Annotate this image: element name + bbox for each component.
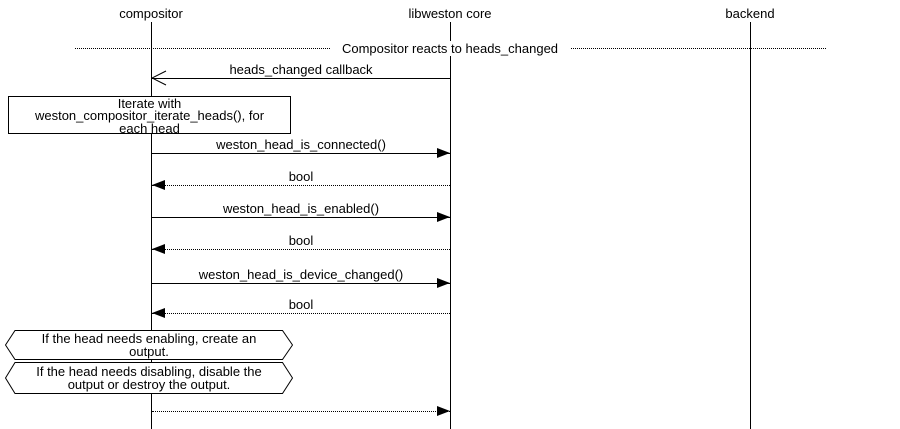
message-label-head-is-enabled: weston_head_is_enabled() <box>222 201 380 216</box>
filled-arrowhead-right-icon <box>437 406 450 416</box>
filled-arrowhead-right-icon <box>437 278 450 288</box>
message-label-head-is-connected: weston_head_is_connected() <box>216 137 386 152</box>
hexagon-shape <box>5 362 293 394</box>
filled-arrowhead-left-icon <box>152 308 165 318</box>
note-line: output. <box>129 344 169 359</box>
message-line <box>152 185 450 186</box>
message-line <box>152 153 450 154</box>
message-label-bool-return: bool <box>288 233 314 248</box>
note-line: If the head needs disabling, disable the <box>36 364 262 379</box>
hexagon-shape <box>5 330 293 360</box>
actor-libweston-core-label: libweston core <box>408 6 492 21</box>
open-arrowhead-left-icon <box>151 70 167 86</box>
note-enable-output: If the head needs enabling, create an ou… <box>5 330 293 360</box>
lifeline-compositor <box>151 22 152 429</box>
message-line <box>152 283 450 284</box>
lifeline-backend <box>750 22 751 429</box>
filled-arrowhead-left-icon <box>152 180 165 190</box>
note-line: If the head needs enabling, create an <box>41 331 257 346</box>
message-line <box>152 313 450 314</box>
message-line <box>152 411 450 412</box>
message-label-heads-changed-callback: heads_changed callback <box>229 62 373 77</box>
filled-arrowhead-right-icon <box>437 212 450 222</box>
message-line <box>152 217 450 218</box>
message-label-bool-return: bool <box>288 297 314 312</box>
message-label-head-is-device-changed: weston_head_is_device_changed() <box>198 267 404 282</box>
actor-compositor-label: compositor <box>119 6 183 21</box>
note-line: output or destroy the output. <box>67 377 231 392</box>
note-iterate-heads: Iterate with weston_compositor_iterate_h… <box>8 96 291 136</box>
message-line <box>152 249 450 250</box>
message-label-bool-return: bool <box>288 169 314 184</box>
filled-arrowhead-left-icon <box>152 244 165 254</box>
actor-backend-label: backend <box>725 6 775 21</box>
note-line: each head <box>119 120 180 136</box>
note-line: Iterate with <box>117 96 182 111</box>
divider-label: Compositor reacts to heads_changed <box>330 41 570 56</box>
note-line: weston_compositor_iterate_heads(), for <box>34 108 265 124</box>
message-line <box>152 78 450 79</box>
filled-arrowhead-right-icon <box>437 148 450 158</box>
note-disable-output: If the head needs disabling, disable the… <box>5 362 293 394</box>
lifeline-libweston-core <box>450 22 451 429</box>
